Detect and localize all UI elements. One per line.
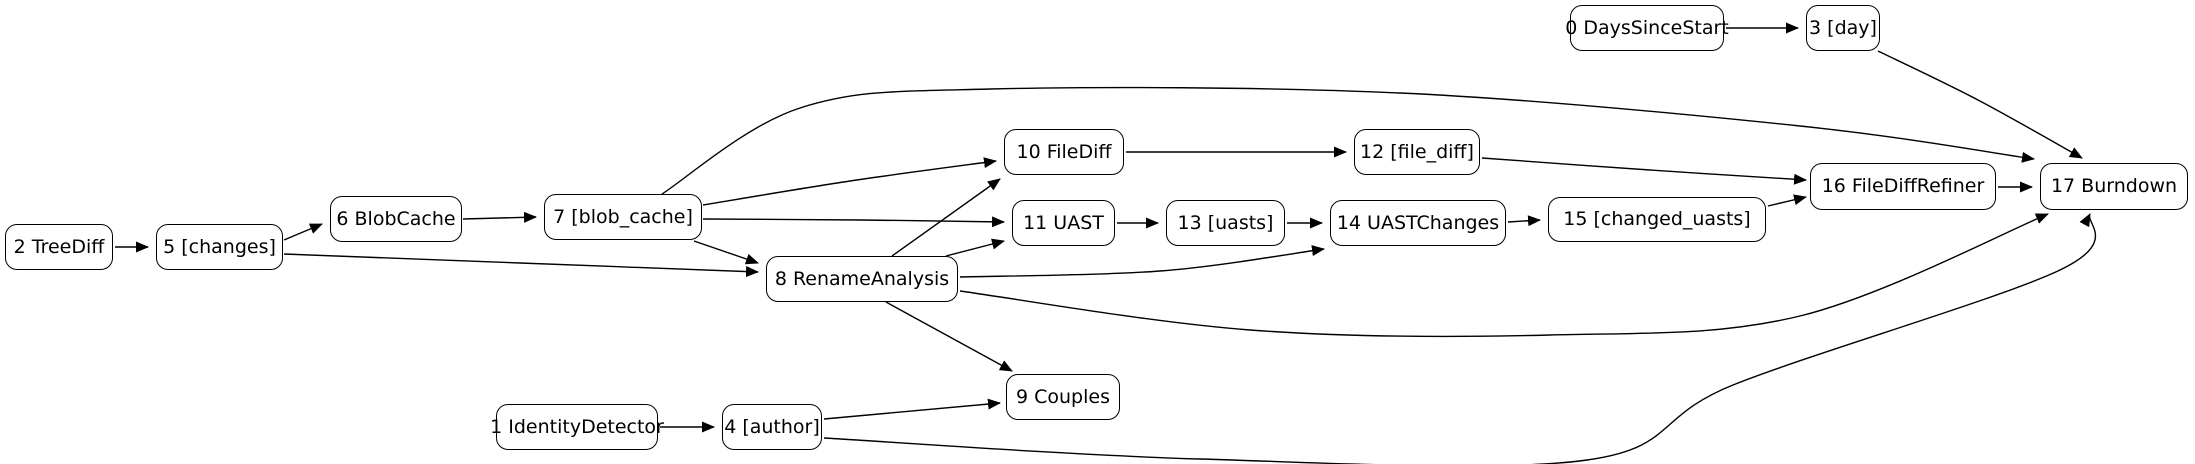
edge-4-to-9: [823, 398, 1001, 420]
edge-group: [115, 22, 2097, 464]
edge-3-to-17: [1877, 50, 2083, 159]
node-10-filediff: 10 FileDiff: [1004, 129, 1124, 175]
edge-4-to-17: [823, 213, 2097, 464]
node-9-couples: 9 Couples: [1006, 374, 1120, 420]
node-label: 4 [author]: [724, 415, 820, 438]
node-12-file-diff: 12 [file_diff]: [1354, 129, 1480, 175]
edge-8-to-9: [885, 301, 1013, 372]
node-label: 16 FileDiffRefiner: [1821, 175, 1985, 197]
edge-7-to-8: [693, 240, 759, 265]
node-label: 3 [day]: [1809, 16, 1877, 39]
node-15-changed-uasts: 15 [changed_uasts]: [1548, 197, 1766, 242]
edge-5-to-8: [283, 253, 759, 278]
edge-7-to-11: [702, 216, 1005, 228]
node-8-renameanalysis: 8 RenameAnalysis: [766, 256, 958, 302]
node-label: 17 Burndown: [2050, 175, 2178, 197]
node-label: 10 FileDiff: [1016, 140, 1112, 163]
node-5-changes: 5 [changes]: [156, 224, 283, 270]
edge-8-to-10: [891, 178, 1001, 257]
node-label: 13 [uasts]: [1177, 211, 1274, 234]
node-label: 11 UAST: [1023, 211, 1104, 234]
node-label: 5 [changes]: [163, 235, 276, 258]
node-13-uasts: 13 [uasts]: [1166, 200, 1285, 246]
edge-14-to-15: [1507, 215, 1541, 227]
edge-7-to-10: [702, 157, 997, 206]
node-3-day: 3 [day]: [1806, 5, 1880, 51]
node-label: 2 TreeDiff: [13, 235, 105, 258]
node-label: 7 [blob_cache]: [553, 205, 693, 228]
node-7-blob-cache: 7 [blob_cache]: [544, 194, 702, 240]
node-6-blobcache: 6 BlobCache: [330, 196, 462, 242]
edge-6-to-7: [462, 211, 537, 223]
node-1-identitydetector: 1 IdentityDetector: [490, 404, 664, 450]
edge-12-to-16: [1481, 157, 1807, 185]
node-label: 15 [changed_uasts]: [1563, 208, 1751, 230]
node-4-author: 4 [author]: [722, 404, 822, 450]
node-label: 1 IdentityDetector: [490, 415, 664, 438]
edge-5-to-6: [283, 223, 323, 241]
edge-8-to-14: [959, 245, 1325, 278]
node-2-treediff: 2 TreeDiff: [5, 224, 113, 270]
node-16-filediffrefiner: 16 FileDiffRefiner: [1810, 163, 1996, 210]
node-label: 14 UASTChanges: [1336, 211, 1500, 234]
node-11-uast: 11 UAST: [1012, 200, 1115, 246]
node-14-uastchanges: 14 UASTChanges: [1330, 200, 1506, 246]
edge-8-to-11: [945, 238, 1005, 257]
edge-15-to-16: [1767, 194, 1807, 207]
edge-8-to-17: [959, 213, 2049, 338]
node-0-dayssincestart: 0 DaysSinceStart: [1565, 5, 1729, 51]
node-label: 12 [file_diff]: [1360, 140, 1474, 163]
node-label: 9 Couples: [1016, 385, 1110, 408]
node-17-burndown: 17 Burndown: [2040, 163, 2188, 210]
node-label: 8 RenameAnalysis: [774, 267, 950, 290]
node-label: 0 DaysSinceStart: [1565, 16, 1729, 39]
edge-7-to-17: [661, 86, 2035, 195]
node-label: 6 BlobCache: [336, 207, 456, 230]
